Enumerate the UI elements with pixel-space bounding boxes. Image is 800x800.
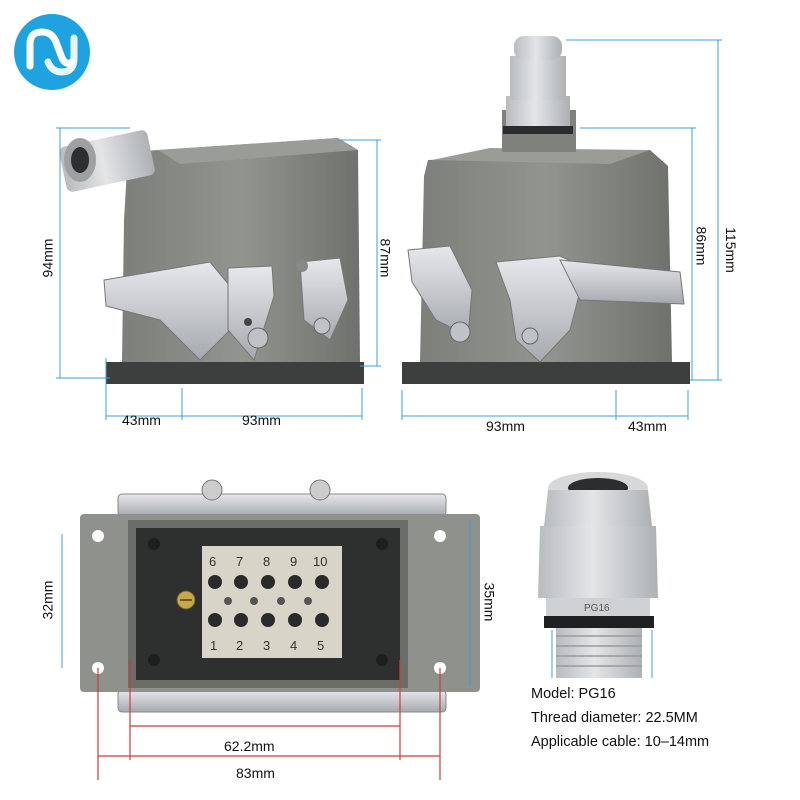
top-cable-gland [502,36,576,152]
base-view [80,479,480,713]
right-total-height-label: 115mm [722,227,739,273]
pin-label: 1 [210,638,218,653]
gland-cable-text: Applicable cable: 10–14mm [531,734,710,750]
left-connector-view [59,130,364,384]
left-total-height-label: 94mm [39,238,56,278]
gland-model-text: Model: PG16 [531,686,616,702]
pin-array [208,575,329,627]
pin-label: 6 [209,554,217,569]
gland-marking: PG16 [584,603,610,614]
right-offset-label: 43mm [628,418,667,434]
red-dimension-lines [97,660,441,780]
pin-label: 8 [263,554,271,569]
right-width-label: 93mm [486,418,525,434]
dimension-lines [56,39,722,686]
pin-label: 2 [236,638,244,653]
pg16-gland-view [538,472,658,678]
gland-thread-text: Thread diameter: 22.5MM [531,710,698,726]
left-width-label: 93mm [242,412,281,428]
pin-label: 10 [313,554,328,569]
base-inner-height-label: 32mm [39,580,56,620]
pin-label: 7 [236,554,244,569]
n-swirl-logo-icon [14,14,90,90]
right-connector-view [402,36,690,384]
left-cable-gland [59,130,155,192]
left-body-height-label: 87mm [377,238,394,278]
pin-label: 4 [290,638,298,653]
pin-label: 3 [263,638,271,653]
left-offset-label: 43mm [122,412,161,428]
base-outer-height-label: 35mm [481,582,498,622]
base-inner-width-label: 62.2mm [224,738,275,754]
pin-label: 5 [317,638,325,653]
right-body-height-label: 86mm [693,226,710,266]
base-outer-width-label: 83mm [236,765,275,781]
pin-label: 9 [290,554,298,569]
